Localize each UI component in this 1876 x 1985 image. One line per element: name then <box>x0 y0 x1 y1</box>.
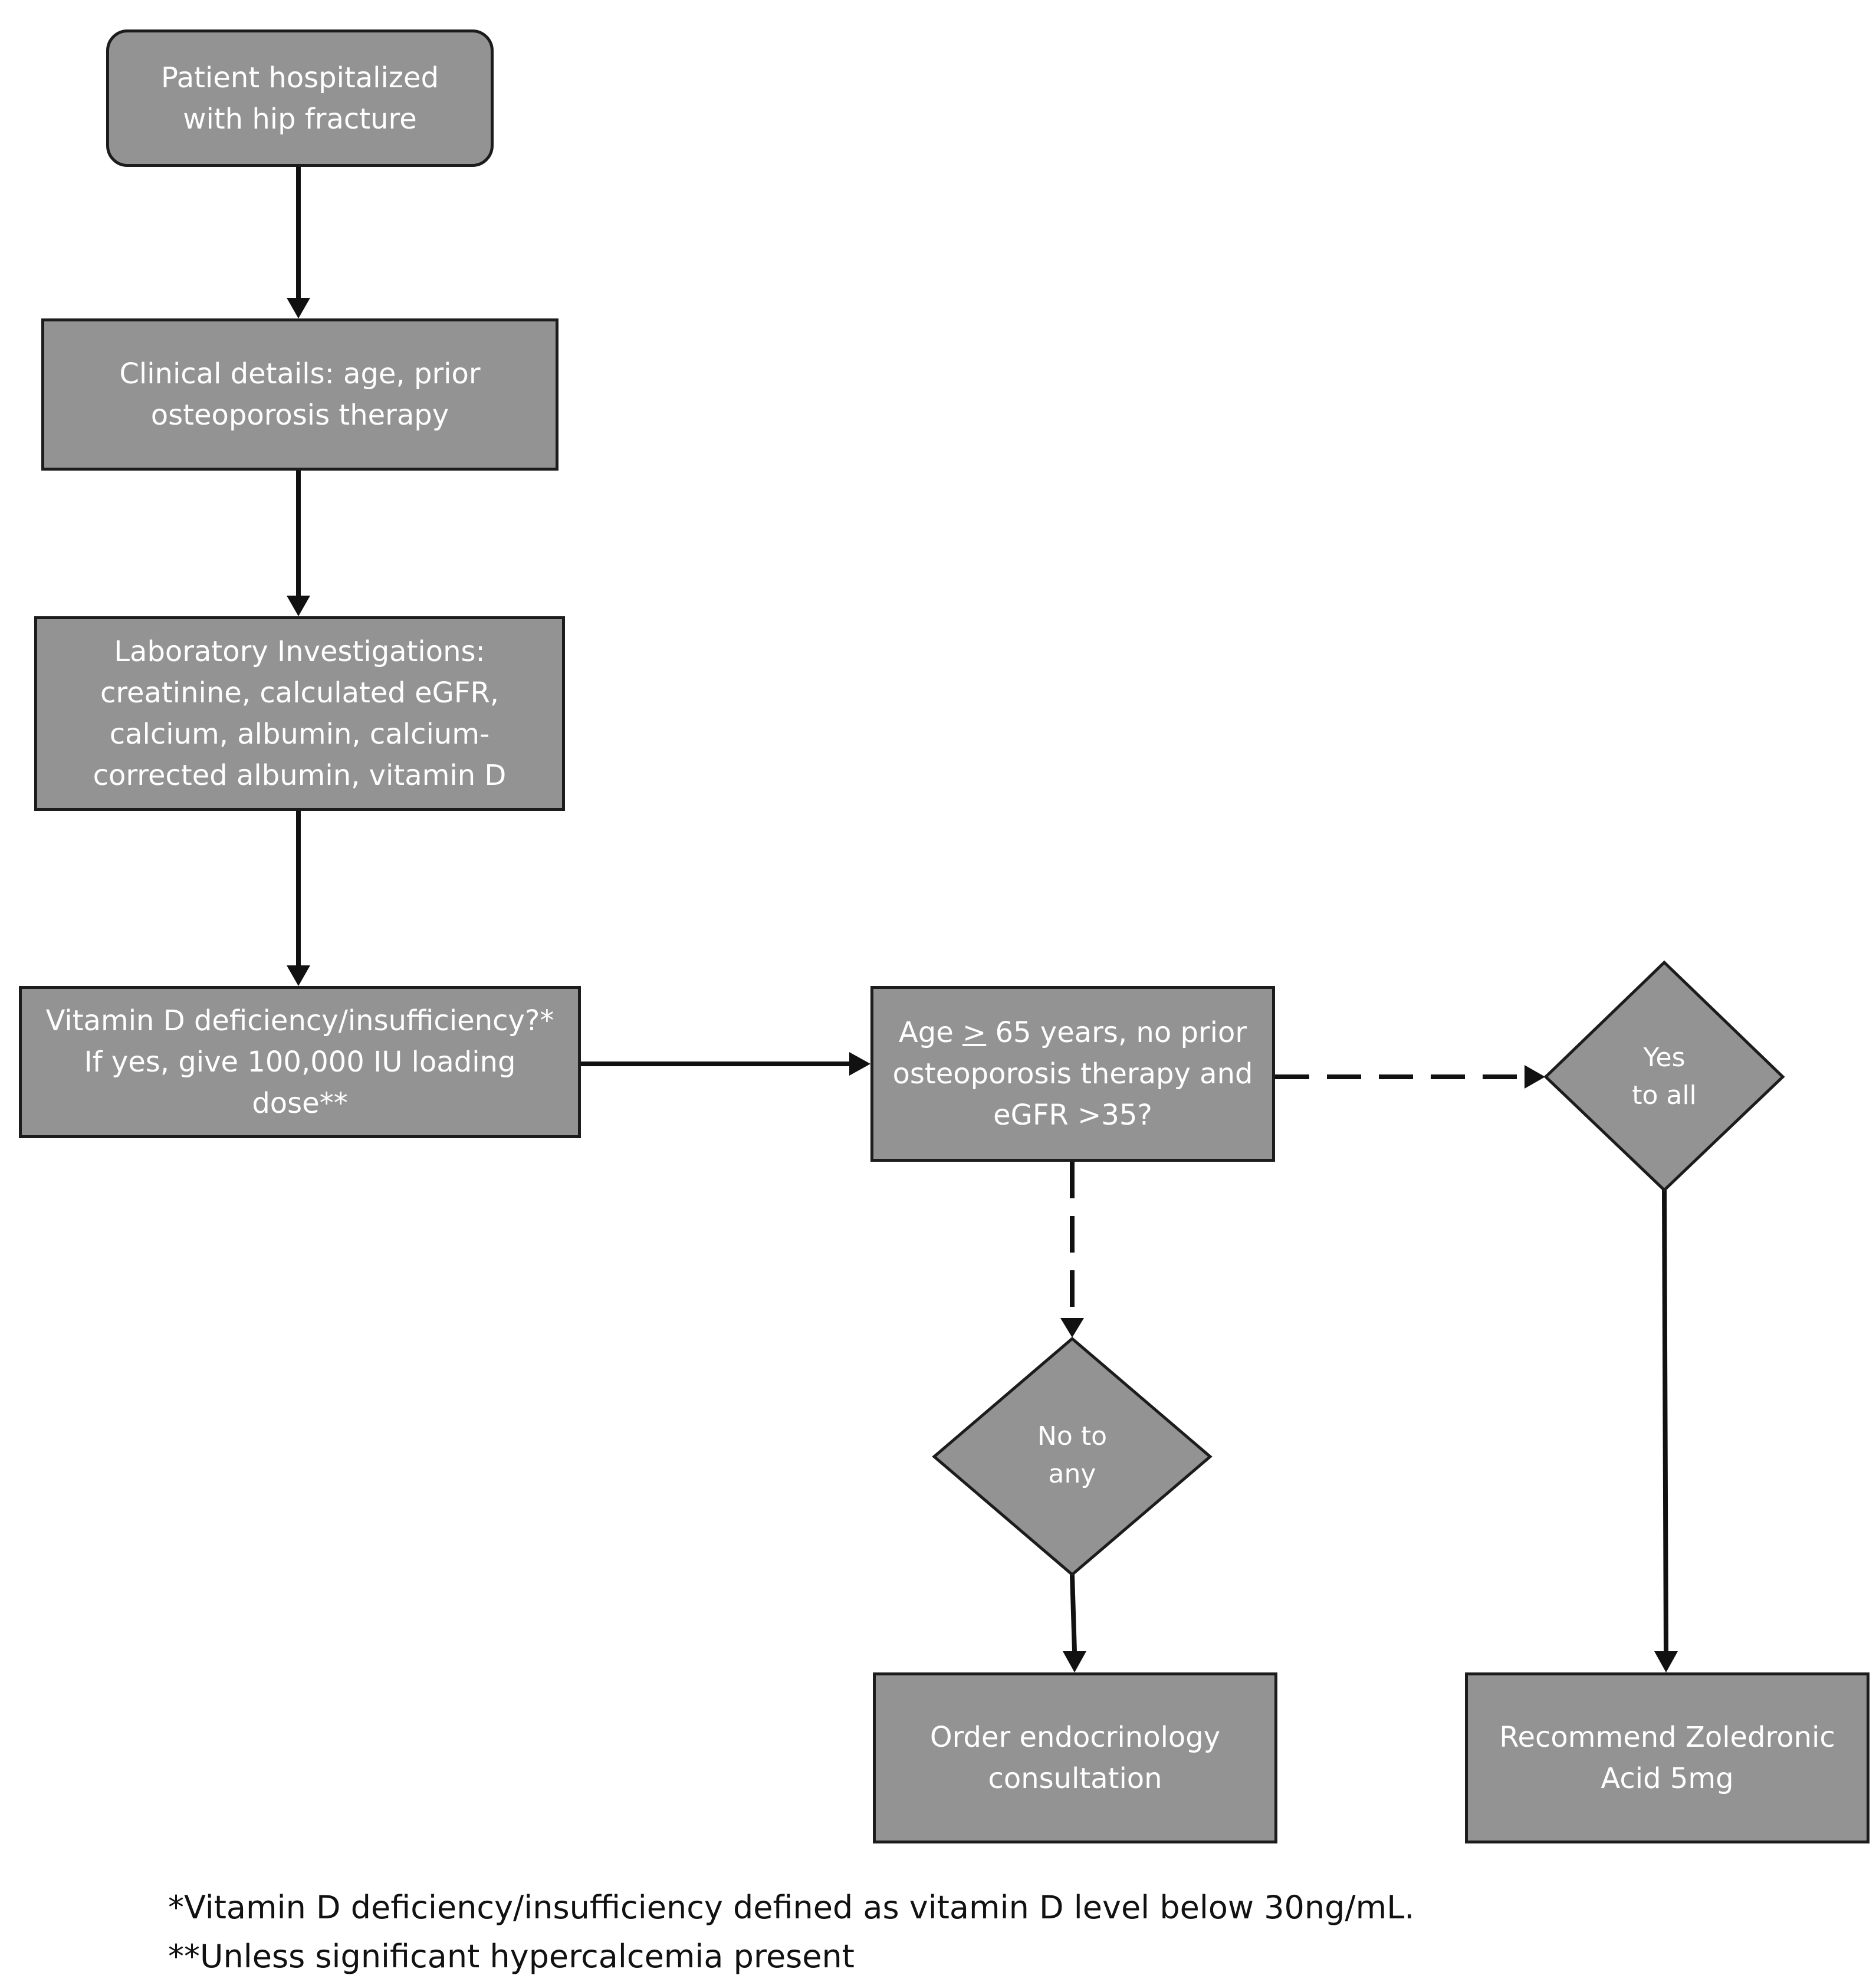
arrowhead-yes <box>1525 1065 1545 1089</box>
arrow-no-to-endo <box>1070 1574 1077 1652</box>
arrowhead-no <box>1060 1318 1084 1337</box>
decision-yes-to-all <box>1543 960 1785 1192</box>
node-labs-line-4: corrected albumin, vitamin D <box>93 759 507 792</box>
node-vitd-line-2: If yes, give 100,000 IU loading <box>84 1046 516 1079</box>
no-line-2: any <box>1048 1459 1096 1489</box>
node-order-endocrinology: Order endocrinology consultation <box>873 1672 1277 1843</box>
label-yes-to-all: Yes to all <box>1576 1026 1753 1128</box>
node-clinical-line-2: osteoporosis therapy <box>150 399 449 432</box>
footnote-hypercalcemia: **Unless significant hypercalcemia prese… <box>168 1938 855 1975</box>
arrow-yes-to-zoledronic <box>1662 1189 1668 1652</box>
node-laboratory-investigations: Laboratory Investigations: creatinine, c… <box>34 616 565 811</box>
node-zoledronic-line-1: Recommend Zoledronic <box>1499 1721 1835 1754</box>
node-recommend-zoledronic: Recommend Zoledronic Acid 5mg <box>1465 1672 1870 1843</box>
yes-line-1: Yes <box>1643 1043 1686 1073</box>
arrowhead-endo <box>1063 1651 1086 1672</box>
criteria-line1-post: 65 years, no prior <box>986 1016 1247 1049</box>
arrowhead-clinical <box>287 298 310 318</box>
yes-line-2: to all <box>1632 1080 1697 1110</box>
arrowhead-zoledronic <box>1654 1651 1678 1672</box>
node-labs-line-2: creatinine, calculated eGFR, <box>100 676 500 709</box>
decision-no-to-any <box>932 1336 1213 1577</box>
footnote-vitamin-d-definition: *Vitamin D deficiency/insufficiency defi… <box>168 1889 1415 1926</box>
node-criteria-line-2: osteoporosis therapy and <box>892 1057 1253 1090</box>
node-patient-line-1: Patient hospitalized <box>160 61 439 94</box>
node-endo-line-1: Order endocrinology <box>929 1721 1221 1754</box>
node-labs-line-3: calcium, albumin, calcium- <box>109 718 490 751</box>
node-labs-line-1: Laboratory Investigations: <box>114 635 485 668</box>
no-line-1: No to <box>1037 1421 1107 1451</box>
node-patient-hospitalized: Patient hospitalized with hip fracture <box>106 29 494 167</box>
node-endo-line-2: consultation <box>988 1762 1162 1795</box>
criteria-gte-symbol: > <box>962 1016 987 1049</box>
label-no-to-any: No to any <box>984 1405 1161 1506</box>
node-criteria-line-3: eGFR >35? <box>993 1099 1152 1132</box>
node-age-criteria: Age > 65 years, no prior osteoporosis th… <box>870 986 1275 1162</box>
node-zoledronic-line-2: Acid 5mg <box>1601 1762 1734 1795</box>
node-vitd-line-3: dose** <box>252 1087 348 1120</box>
arrowhead-criteria <box>849 1052 870 1076</box>
node-criteria-line-1: Age > 65 years, no prior <box>899 1012 1247 1053</box>
arrowhead-vitd <box>287 965 310 986</box>
node-clinical-details: Clinical details: age, prior osteoporosi… <box>41 318 558 471</box>
node-vitamin-d-check: Vitamin D deficiency/insufficiency?* If … <box>19 986 581 1138</box>
arrowhead-labs <box>287 596 310 616</box>
node-patient-line-2: with hip fracture <box>183 102 417 136</box>
criteria-line1-pre: Age <box>898 1016 962 1049</box>
node-vitd-line-1: Vitamin D deficiency/insufficiency?* <box>45 1004 554 1037</box>
node-clinical-line-1: Clinical details: age, prior <box>119 357 481 390</box>
